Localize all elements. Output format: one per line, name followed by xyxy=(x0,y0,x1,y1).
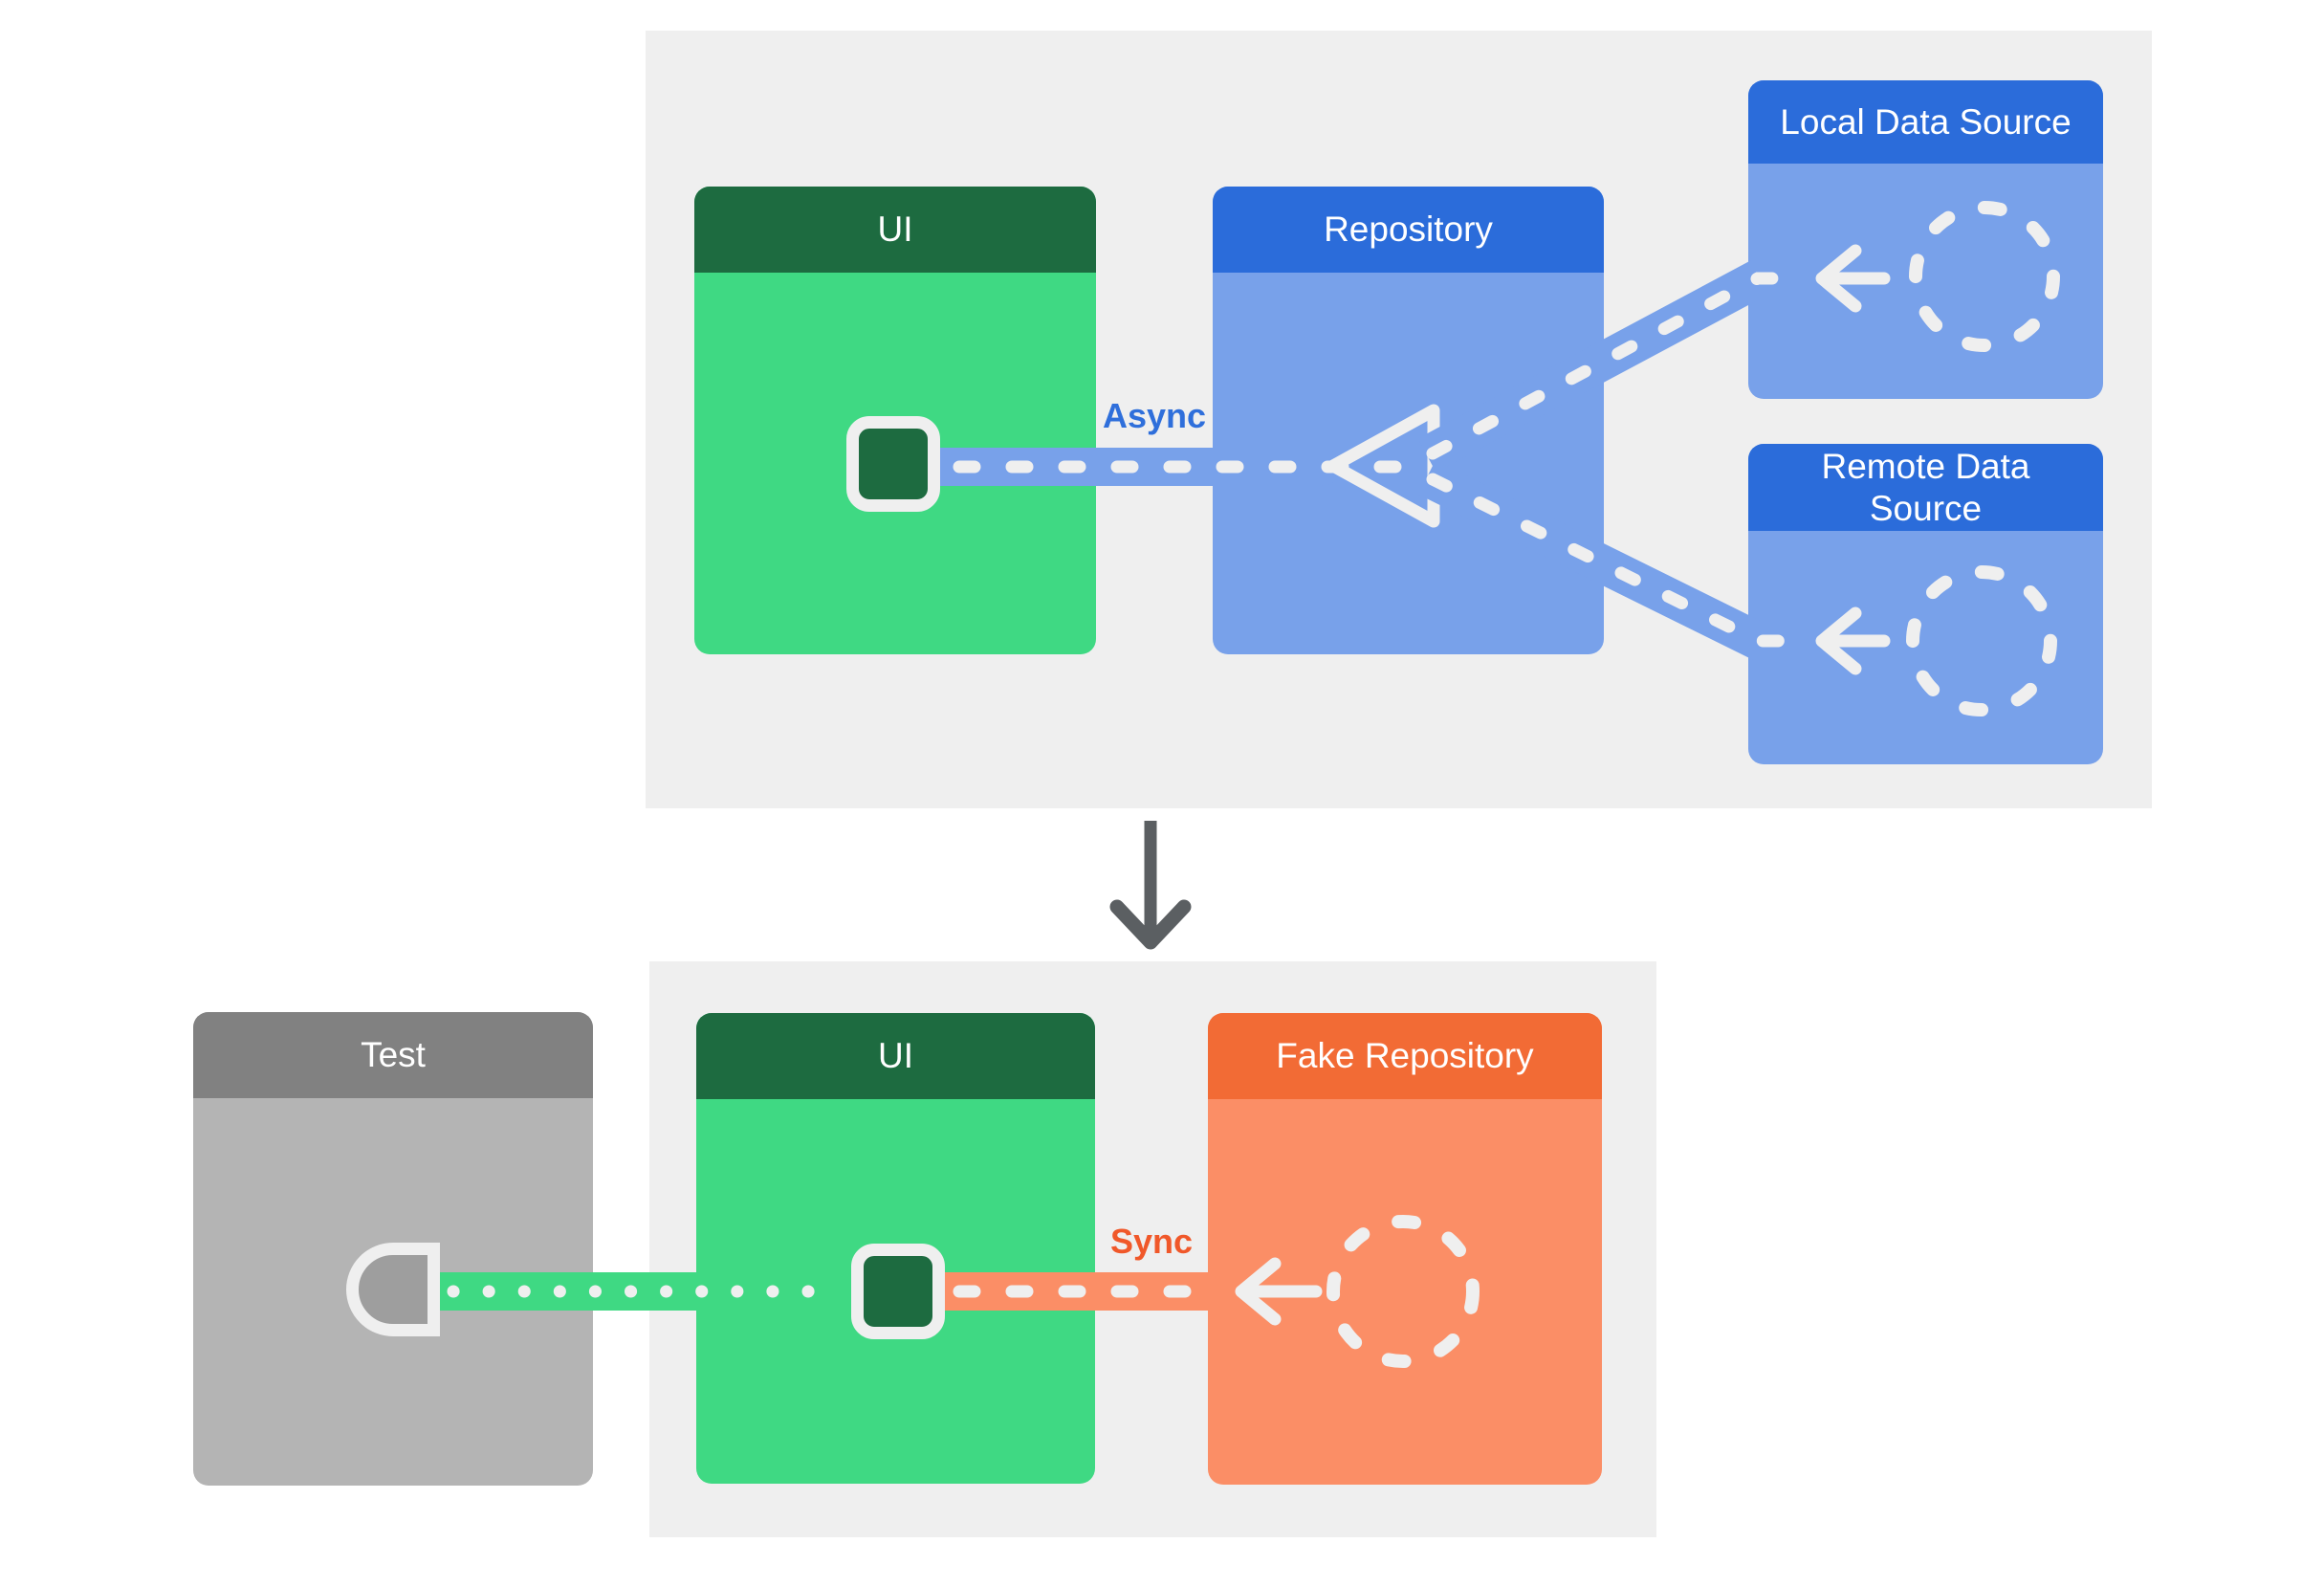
ui-port-test-icon xyxy=(851,1244,945,1339)
ui-port-icon xyxy=(846,416,940,512)
local-data-source-header: Local Data Source xyxy=(1748,80,2103,164)
section-transition xyxy=(1109,821,1192,950)
repository-box-title: Repository xyxy=(1324,209,1493,250)
local-data-source-title: Local Data Source xyxy=(1780,101,2072,142)
ui-box-title: UI xyxy=(877,209,913,250)
test-socket-icon xyxy=(346,1243,440,1336)
fake-repository-title: Fake Repository xyxy=(1276,1036,1534,1076)
test-box-header: Test xyxy=(193,1012,593,1098)
test-box-title: Test xyxy=(361,1035,426,1075)
ui-box-test-header: UI xyxy=(696,1013,1095,1099)
sync-label: Sync xyxy=(1109,1222,1194,1261)
repository-box: Repository xyxy=(1213,187,1604,654)
ui-box-header: UI xyxy=(694,187,1096,273)
fake-repository-header: Fake Repository xyxy=(1208,1013,1602,1099)
ui-box-test-title: UI xyxy=(878,1036,913,1076)
repository-box-header: Repository xyxy=(1213,187,1604,273)
remote-data-source-title: Remote Data Source xyxy=(1821,446,2030,528)
local-data-source-box: Local Data Source xyxy=(1748,80,2103,399)
remote-data-source-box: Remote Data Source xyxy=(1748,444,2103,764)
fake-repository-box: Fake Repository xyxy=(1208,1013,1602,1485)
ui-box: UI xyxy=(694,187,1096,654)
remote-data-source-header: Remote Data Source xyxy=(1748,444,2103,531)
async-label: Async xyxy=(1102,396,1207,435)
down-arrow-icon xyxy=(1109,899,1192,950)
